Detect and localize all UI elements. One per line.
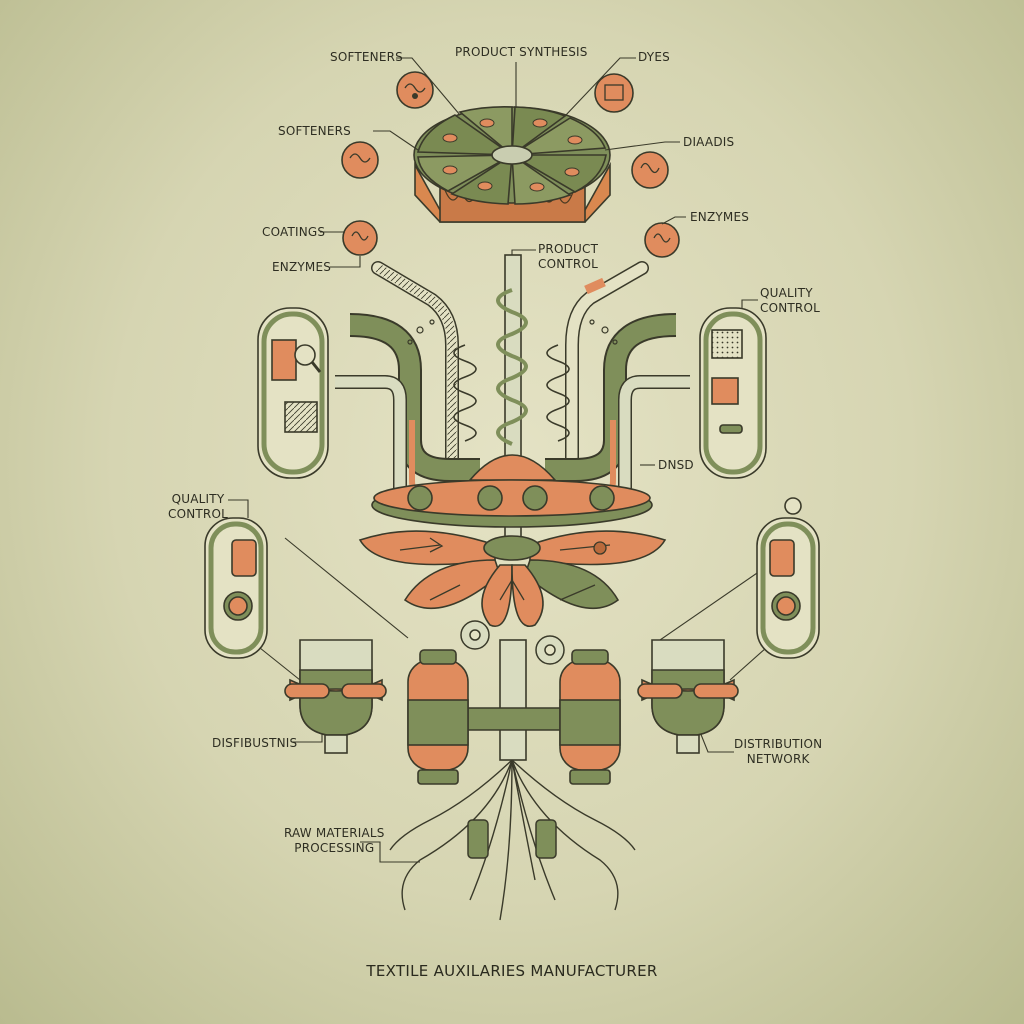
coatings-badge	[342, 220, 378, 256]
gear-icon	[460, 620, 565, 665]
label-softeners-left: SOFTENERS	[278, 124, 351, 138]
product-wheel	[413, 106, 611, 223]
label-dnsd: DNSD	[658, 458, 694, 472]
tanks	[289, 639, 735, 785]
label-product-synthesis: PRODUCT SYNTHESIS	[455, 45, 588, 59]
label-enzymes-right: ENZYMES	[690, 210, 750, 224]
root-bulbs	[467, 819, 557, 859]
label-disfibustnis: DISFIBUSTNIS	[212, 736, 298, 750]
magnifier-icon	[294, 344, 322, 373]
label-dyes: DYES	[638, 50, 670, 64]
connector-arms	[284, 683, 739, 699]
side-panels	[204, 307, 820, 659]
label-enzymes-left: ENZYMES	[272, 260, 332, 274]
page-title: TEXTILE AUXILARIES MANUFACTURER	[366, 962, 658, 980]
diaadis-badge	[631, 151, 669, 189]
flask-icon	[231, 539, 257, 577]
roots	[389, 759, 636, 921]
label-product-control: PRODUCT CONTROL	[538, 242, 599, 271]
label-raw-materials: RAW MATERIALS PROCESSING	[284, 826, 385, 855]
label-softeners-top: SOFTENERS	[330, 50, 403, 64]
pipe-network	[335, 254, 690, 556]
label-distribution-network: DISTRIBUTION NETWORK	[734, 737, 823, 766]
leader-lines	[228, 57, 777, 863]
softener-badge-top	[396, 71, 434, 109]
label-diaadis: DIAADIS	[683, 135, 735, 149]
label-quality-control-right: QUALITY CONTROL	[760, 286, 820, 315]
label-quality-control-left: QUALITY CONTROL	[168, 492, 228, 521]
ingredient-badges	[341, 71, 680, 258]
dye-badge	[594, 73, 634, 113]
processing-flower	[358, 479, 667, 627]
softener-badge-left	[341, 141, 379, 179]
enzymes-badge	[644, 222, 680, 258]
label-coatings: COATINGS	[262, 225, 326, 239]
